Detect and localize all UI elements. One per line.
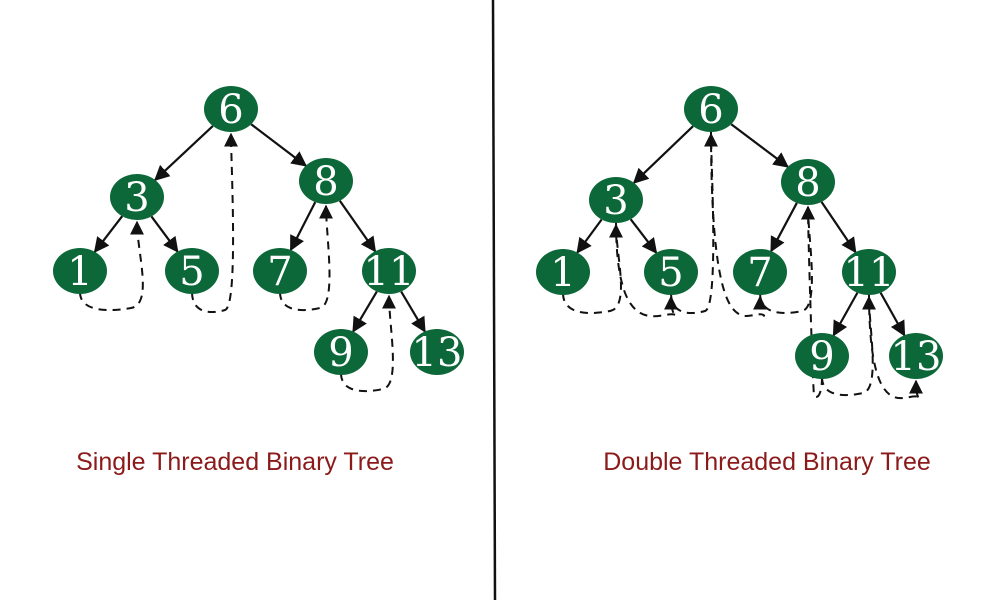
left-node-label: 8 [313, 159, 338, 205]
left-node-label: 6 [218, 87, 243, 133]
left-edge-n11-n13 [400, 290, 426, 333]
right-tree-threads [562, 129, 924, 400]
left-edge-n3-n5 [150, 215, 179, 253]
left-edge-n11-n9 [352, 290, 378, 333]
right-node-n11: 11 [842, 249, 896, 296]
right-tree-edges [576, 123, 906, 337]
right-node-n9: 9 [795, 333, 849, 380]
right-thread-n5-n6 [670, 132, 719, 314]
right-node-label: 1 [550, 250, 575, 296]
left-node-n3: 3 [110, 174, 164, 221]
right-thread-n1-n3 [562, 223, 624, 314]
right-tree-nodes: 6 3 8 1 5 7 119 13 [536, 86, 943, 380]
right-node-label: 7 [747, 250, 772, 296]
left-node-label: 5 [179, 249, 204, 295]
left-node-n11: 11 [362, 248, 416, 295]
right-edge-n8-n11 [820, 201, 857, 254]
left-node-shape [204, 86, 258, 132]
double-threaded-tree: 6 3 8 1 5 7 119 13 Double Threaded Binary Tree [536, 86, 943, 476]
left-node-shape [299, 158, 353, 204]
left-thread-n9-n11 [340, 294, 397, 392]
left-edge-n8-n11 [338, 200, 377, 253]
left-node-label: 3 [124, 175, 149, 221]
right-edge-n11-n9 [832, 292, 859, 337]
right-node-label: 13 [891, 334, 942, 380]
left-caption: Single Threaded Binary Tree [76, 448, 394, 476]
right-edge-n8-n7 [770, 202, 798, 253]
left-thread-n7-n8 [279, 204, 334, 311]
right-node-label: 5 [658, 250, 683, 296]
left-node-label: 13 [412, 330, 463, 376]
left-node-n6: 6 [204, 86, 258, 133]
right-node-shape [644, 249, 698, 295]
right-node-shape [536, 249, 590, 295]
left-tree-threads [79, 132, 397, 392]
right-edge-n3-n1 [576, 218, 603, 254]
right-node-n8: 8 [781, 159, 835, 206]
left-node-shape [314, 329, 368, 375]
right-node-label: 11 [844, 250, 895, 296]
left-node-n13: 13 [410, 329, 464, 376]
left-edge-n6-n3 [154, 125, 214, 182]
single-threaded-tree: 6 3 8 1 5 7 119 13 Single Threaded Binary Tree [53, 86, 464, 476]
right-caption: Double Threaded Binary Tree [603, 448, 931, 476]
right-thread-n6-n7 [710, 129, 768, 317]
left-thread-n1-n3 [79, 220, 145, 312]
right-thread-n9-n11 [821, 295, 877, 396]
right-thread-n11-n13 [868, 292, 924, 400]
right-node-shape [889, 333, 943, 379]
right-node-n13: 13 [889, 333, 943, 380]
left-node-n1: 1 [53, 248, 107, 295]
left-node-shape [253, 248, 307, 294]
right-thread-n7-n8 [759, 205, 816, 314]
right-node-n1: 1 [536, 249, 590, 296]
left-node-shape [53, 248, 107, 294]
left-edge-n8-n7 [289, 201, 317, 252]
left-node-n7: 7 [253, 248, 307, 295]
right-node-n6: 6 [684, 86, 738, 133]
right-node-n5: 5 [644, 249, 698, 296]
right-node-shape [795, 333, 849, 379]
right-node-n7: 7 [733, 249, 787, 296]
left-node-shape [410, 329, 464, 375]
left-node-n9: 9 [314, 329, 368, 376]
right-node-label: 6 [698, 87, 723, 133]
right-edge-n11-n13 [879, 292, 906, 337]
left-node-label: 7 [267, 249, 292, 295]
right-thread-n9-n8 [801, 205, 823, 398]
left-tree-edges [93, 123, 426, 333]
left-node-label: 9 [328, 330, 353, 376]
left-node-shape [362, 248, 416, 294]
right-node-shape [842, 249, 896, 295]
divider-line [491, 0, 497, 600]
right-node-shape [781, 159, 835, 205]
left-node-n8: 8 [299, 158, 353, 205]
right-node-label: 8 [795, 160, 820, 206]
right-node-shape [684, 86, 738, 132]
right-node-shape [589, 177, 643, 223]
left-node-shape [165, 248, 219, 294]
right-thread-n3-n5 [615, 220, 679, 318]
right-edge-n3-n5 [629, 218, 658, 254]
right-edge-n6-n3 [632, 125, 694, 184]
right-edge-n6-n8 [730, 123, 789, 168]
right-node-label: 9 [809, 334, 834, 380]
left-node-n5: 5 [165, 248, 219, 295]
right-node-label: 3 [603, 178, 628, 224]
left-node-label: 11 [364, 249, 415, 295]
left-edge-n3-n1 [93, 215, 124, 253]
left-thread-n5-n6 [191, 132, 239, 313]
left-node-label: 1 [67, 249, 92, 295]
left-tree-nodes: 6 3 8 1 5 7 119 13 [53, 86, 464, 376]
right-node-shape [733, 249, 787, 295]
right-node-n3: 3 [589, 177, 643, 224]
left-node-shape [110, 174, 164, 220]
left-edge-n6-n8 [250, 123, 308, 167]
